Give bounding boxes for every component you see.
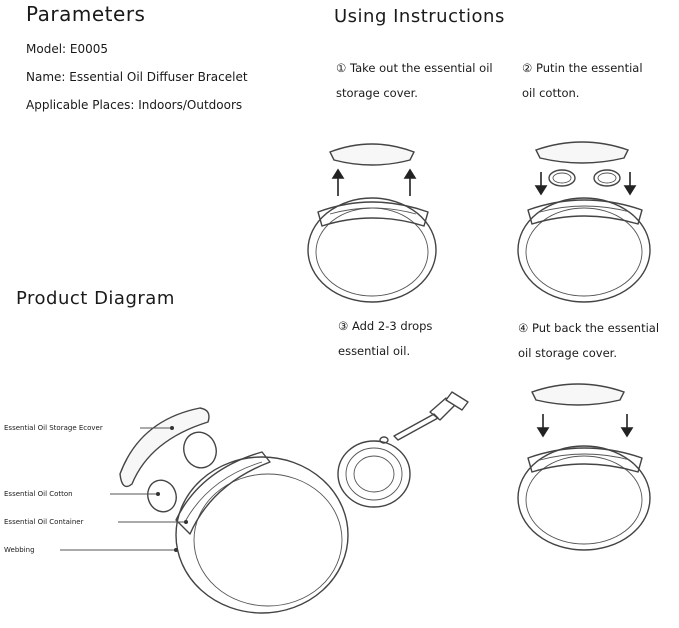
step2-container (527, 199, 643, 225)
leader-dot-cotton (156, 492, 160, 496)
step3-text: ③ Add 2-3 drops essential oil. (338, 314, 432, 364)
step4-container (527, 447, 643, 473)
leader-dot-container (184, 520, 188, 524)
name-text: Name: Essential Oil Diffuser Bracelet (26, 70, 248, 84)
step4-band (517, 445, 651, 551)
step2-illustration (517, 141, 651, 303)
diagram-cotton-top (183, 431, 217, 469)
step1-illustration (307, 143, 437, 303)
places-text: Applicable Places: Indoors/Outdoors (26, 98, 243, 112)
diagram-cover (119, 407, 210, 488)
step1-cover (329, 143, 415, 166)
model-text: Model: E0005 (26, 42, 109, 56)
parameters-heading: Parameters (26, 2, 146, 26)
diagram-cotton-bottom (147, 479, 177, 513)
step1-line2: storage cover. (336, 86, 418, 100)
step2-cover (535, 141, 629, 164)
step4-illustration (517, 383, 651, 551)
label-cover: Essential Oil Storage Ecover (4, 424, 103, 432)
product-diagram (60, 407, 349, 614)
step3-line1: ③ Add 2-3 drops (338, 319, 433, 333)
step1-band (307, 197, 437, 303)
step3-line2: essential oil. (338, 344, 411, 358)
diagram-band-outer (175, 456, 349, 614)
step4-text: ④ Put back the essential oil storage cov… (518, 316, 659, 366)
step2-line2: oil cotton. (522, 86, 580, 100)
label-container: Essential Oil Container (4, 518, 84, 526)
step2-line1: ② Putin the essential (522, 61, 643, 75)
step3-dropper-tube (393, 413, 439, 441)
diagram-container (175, 451, 271, 535)
step3-dropper-bulb (445, 391, 469, 411)
step2-cotton-right (593, 169, 621, 187)
step3-container-outer (337, 440, 411, 508)
instructions-heading: Using Instructions (334, 6, 505, 27)
leader-dot-cover (170, 426, 174, 430)
step1-text: ① Take out the essential oil storage cov… (336, 56, 493, 106)
label-webbing: Webbing (4, 546, 35, 554)
step1-line1: ① Take out the essential oil (336, 61, 493, 75)
step2-cotton-left (548, 169, 576, 187)
step2-band (517, 197, 651, 303)
step4-line1: ④ Put back the essential (518, 321, 660, 335)
label-cotton: Essential Oil Cotton (4, 490, 73, 498)
step3-drop (379, 436, 389, 444)
diagram-heading: Product Diagram (16, 288, 175, 309)
step4-line2: oil storage cover. (518, 346, 617, 360)
step4-cover (531, 383, 625, 406)
step2-text: ② Putin the essential oil cotton. (522, 56, 643, 106)
leader-dot-webbing (174, 548, 178, 552)
step3-dropper-neck (429, 397, 455, 421)
step1-container (317, 201, 429, 227)
step3-illustration (337, 391, 469, 508)
